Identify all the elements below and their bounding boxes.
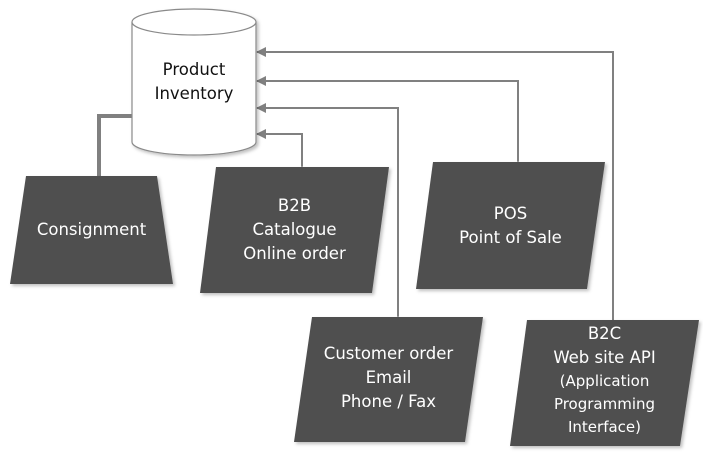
node-customer-order[interactable]	[294, 317, 483, 442]
connectors	[97, 47, 618, 329]
customer-order-label-line: Customer order	[323, 344, 454, 363]
node-b2c[interactable]	[510, 320, 699, 446]
customer-order-label-line: Email	[365, 368, 412, 387]
product-inventory-database[interactable]	[131, 8, 257, 156]
node-pos[interactable]	[416, 162, 605, 289]
nodes	[10, 162, 699, 446]
b2c-label: B2C Web site API (Application Programmin…	[510, 322, 699, 439]
database-label-line: Inventory	[154, 84, 234, 103]
edge-b2c-inventory	[256, 47, 618, 329]
consignment-label-line: Consignment	[36, 220, 147, 239]
database-label: Product Inventory	[132, 58, 256, 106]
customer-order-label-line: Phone / Fax	[340, 392, 436, 411]
b2c-label-line: B2C	[587, 324, 622, 343]
customer-order-label: Customer order Email Phone / Fax	[294, 342, 483, 414]
edge-pos-inventory	[256, 76, 523, 170]
node-consignment[interactable]	[10, 176, 173, 284]
b2b-label-line: Online order	[243, 244, 346, 263]
edge-b2b-inventory	[256, 129, 307, 175]
edge-customer-order-inventory	[256, 103, 403, 325]
b2b-label: B2B Catalogue Online order	[200, 194, 389, 266]
pos-label: POS Point of Sale	[416, 202, 605, 250]
pos-label-line: POS	[493, 204, 528, 223]
b2b-label-line: B2B	[277, 196, 312, 215]
b2b-label-line: Catalogue	[252, 220, 337, 239]
consignment-label: Consignment	[10, 218, 173, 242]
b2c-label-line: Interface)	[567, 418, 641, 436]
database-label-line: Product	[162, 60, 226, 79]
b2c-label-line: Programming	[553, 395, 656, 413]
edge-consignment-inventory	[97, 114, 133, 176]
b2c-label-line: Web site API	[553, 348, 656, 367]
b2c-label-line: (Application	[559, 372, 650, 390]
node-b2b[interactable]	[200, 167, 389, 293]
pos-label-line: Point of Sale	[459, 228, 562, 247]
